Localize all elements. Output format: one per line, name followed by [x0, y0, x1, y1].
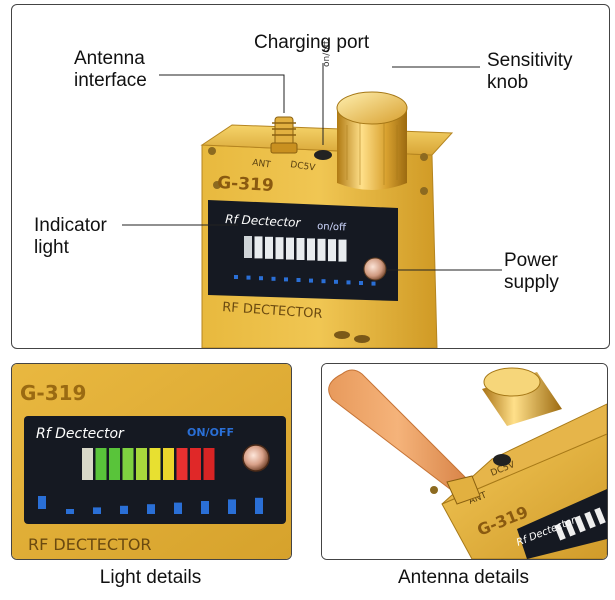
top-blue-led [371, 281, 376, 286]
top-blue-led [346, 280, 351, 285]
top-onoff-text: on/off [317, 221, 347, 234]
sensitivity-label-line2: knob [487, 72, 529, 93]
top-blue-led [259, 276, 263, 281]
top-led-segment [296, 238, 305, 260]
top-led-segment [254, 236, 263, 259]
antenna-interface-label: Antenna interface [74, 48, 147, 92]
light-footer-text: RF DECTECTOR [28, 535, 152, 554]
indicator-light-label: Indicator light [34, 215, 107, 259]
antenna-details-panel: Rf Dectector G-319 ANT DC5V [321, 363, 608, 560]
top-led-segments [244, 236, 347, 262]
top-model-text: G-319 [217, 173, 274, 196]
light-led-segments [82, 448, 215, 480]
battery-icon [38, 496, 46, 509]
top-footer-text: RF DECTECTOR [222, 300, 323, 322]
light-blue-led [228, 499, 236, 514]
light-led-segment [122, 448, 134, 480]
sensitivity-label-line1: Sensitivity [487, 50, 573, 71]
light-blue-led [201, 501, 209, 514]
top-led-segment [265, 236, 273, 259]
top-screen-title: Rf Dectector [225, 212, 302, 230]
power-label-line1: Power [504, 250, 558, 271]
top-led-segment [317, 238, 326, 261]
top-blue-led [271, 276, 276, 281]
light-details-caption: Light details [99, 567, 202, 588]
antenna-details-caption: Antenna details [398, 567, 529, 588]
antenna-panel-segments [554, 507, 606, 541]
top-onoff-vertical: on/off [322, 40, 332, 67]
top-led-segment [328, 239, 336, 262]
top-blue-led [296, 278, 301, 282]
charging-port-label: Charging port [254, 32, 370, 53]
top-led-segment [338, 239, 347, 262]
light-screen-title: Rf Dectector [36, 426, 125, 442]
light-led-segment [203, 448, 215, 480]
top-port-ant-text: ANT [252, 158, 272, 171]
top-led-segment [286, 237, 294, 260]
device-top-illustration: ANT DC5V G-319 Rf Dectector on/off RF DE… [122, 40, 502, 348]
top-panel: ANT DC5V G-319 Rf Dectector on/off RF DE… [11, 4, 610, 349]
light-blue-led [93, 507, 101, 514]
top-blue-led [309, 278, 313, 283]
light-onoff-text: ON/OFF [187, 426, 234, 439]
antenna-details-illustration: Rf Dectector G-319 ANT DC5V [322, 364, 607, 559]
light-led-segment [109, 448, 120, 480]
light-led-segment [190, 448, 201, 480]
light-blue-led [255, 497, 263, 514]
top-blue-led [334, 279, 338, 284]
light-led-segment [95, 448, 107, 480]
top-led-segment [275, 237, 284, 260]
power-label-line2: supply [504, 272, 559, 293]
top-led-segment [244, 236, 252, 258]
antenna-label-line2: interface [74, 70, 147, 91]
light-blue-led [120, 505, 128, 514]
light-led-segment [136, 448, 147, 480]
indicator-label-line2: light [34, 237, 69, 258]
top-blue-led [321, 279, 326, 284]
light-blue-led [147, 504, 155, 514]
top-blue-led [246, 275, 251, 280]
top-blue-led [234, 275, 238, 279]
light-blue-led [174, 502, 182, 514]
sensitivity-knob-label: Sensitivity knob [487, 50, 573, 94]
top-blue-led [359, 281, 363, 285]
top-blue-led [284, 277, 288, 282]
top-led-segment [307, 238, 315, 261]
light-led-segment [163, 448, 174, 480]
indicator-label-line1: Indicator [34, 215, 107, 236]
light-model-text: G-319 [20, 381, 86, 405]
light-blue-leds [38, 496, 263, 514]
light-led-segment [82, 448, 93, 480]
top-blue-leds [234, 275, 376, 286]
light-blue-led [66, 509, 74, 514]
antenna-label-line1: Antenna [74, 48, 145, 69]
light-led-segment [176, 448, 188, 480]
light-details-panel: G-319 Rf Dectector ON/OFF RF DECTECTOR [11, 363, 292, 560]
light-led-segment [149, 448, 161, 480]
light-details-illustration: G-319 Rf Dectector ON/OFF RF DECTECTOR [12, 364, 291, 559]
top-port-dc-text: DC5V [290, 160, 317, 174]
power-supply-label: Power supply [504, 250, 559, 294]
